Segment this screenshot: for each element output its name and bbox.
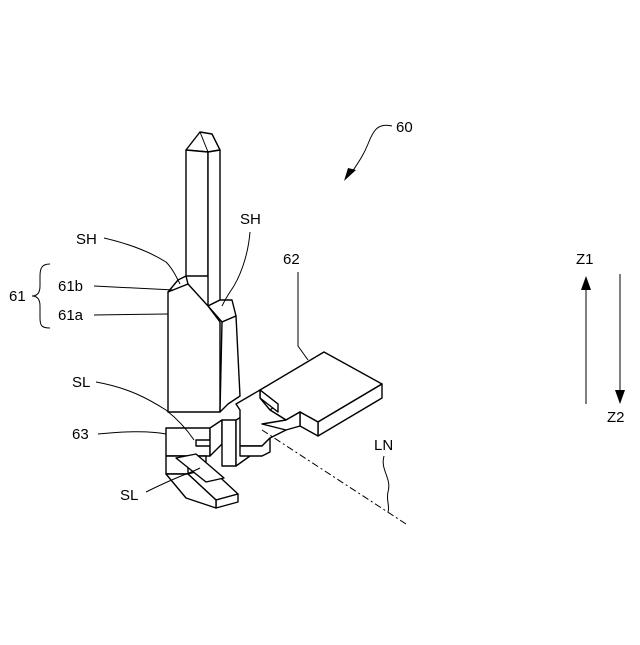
z1-arrowhead [581, 276, 591, 290]
ref-60-leader [352, 125, 392, 172]
sl-upper-label: SL [72, 374, 90, 391]
sh-right-leader [222, 232, 250, 306]
ref-61b-label: 61b [58, 278, 83, 295]
z2-label: Z2 [607, 409, 625, 426]
ln-label: LN [374, 437, 393, 454]
ref-61a-label: 61a [58, 307, 84, 324]
pin-body [186, 132, 220, 306]
ref-62-leader [298, 272, 308, 360]
ref-63-label: 63 [72, 426, 89, 443]
ref-60-arrowhead [344, 168, 356, 181]
ref-61b-leader [94, 286, 174, 290]
ref-60-label: 60 [396, 119, 413, 136]
sh-left-leader [104, 238, 180, 284]
sl-lower-label: SL [120, 487, 138, 504]
ref-63-leader [98, 432, 166, 434]
main-body-61a [168, 276, 240, 412]
ref-62-label: 62 [283, 251, 300, 268]
ref-61-label: 61 [9, 288, 26, 305]
sh-right-label: SH [240, 211, 261, 228]
ref-61-brace [32, 264, 50, 328]
plate-62 [236, 352, 382, 456]
ref-61a-leader [94, 314, 168, 315]
sh-left-label: SH [76, 231, 97, 248]
z2-arrowhead [615, 390, 625, 404]
z1-label: Z1 [576, 251, 594, 268]
ln-leader [383, 456, 389, 512]
connector-63 [166, 412, 250, 508]
